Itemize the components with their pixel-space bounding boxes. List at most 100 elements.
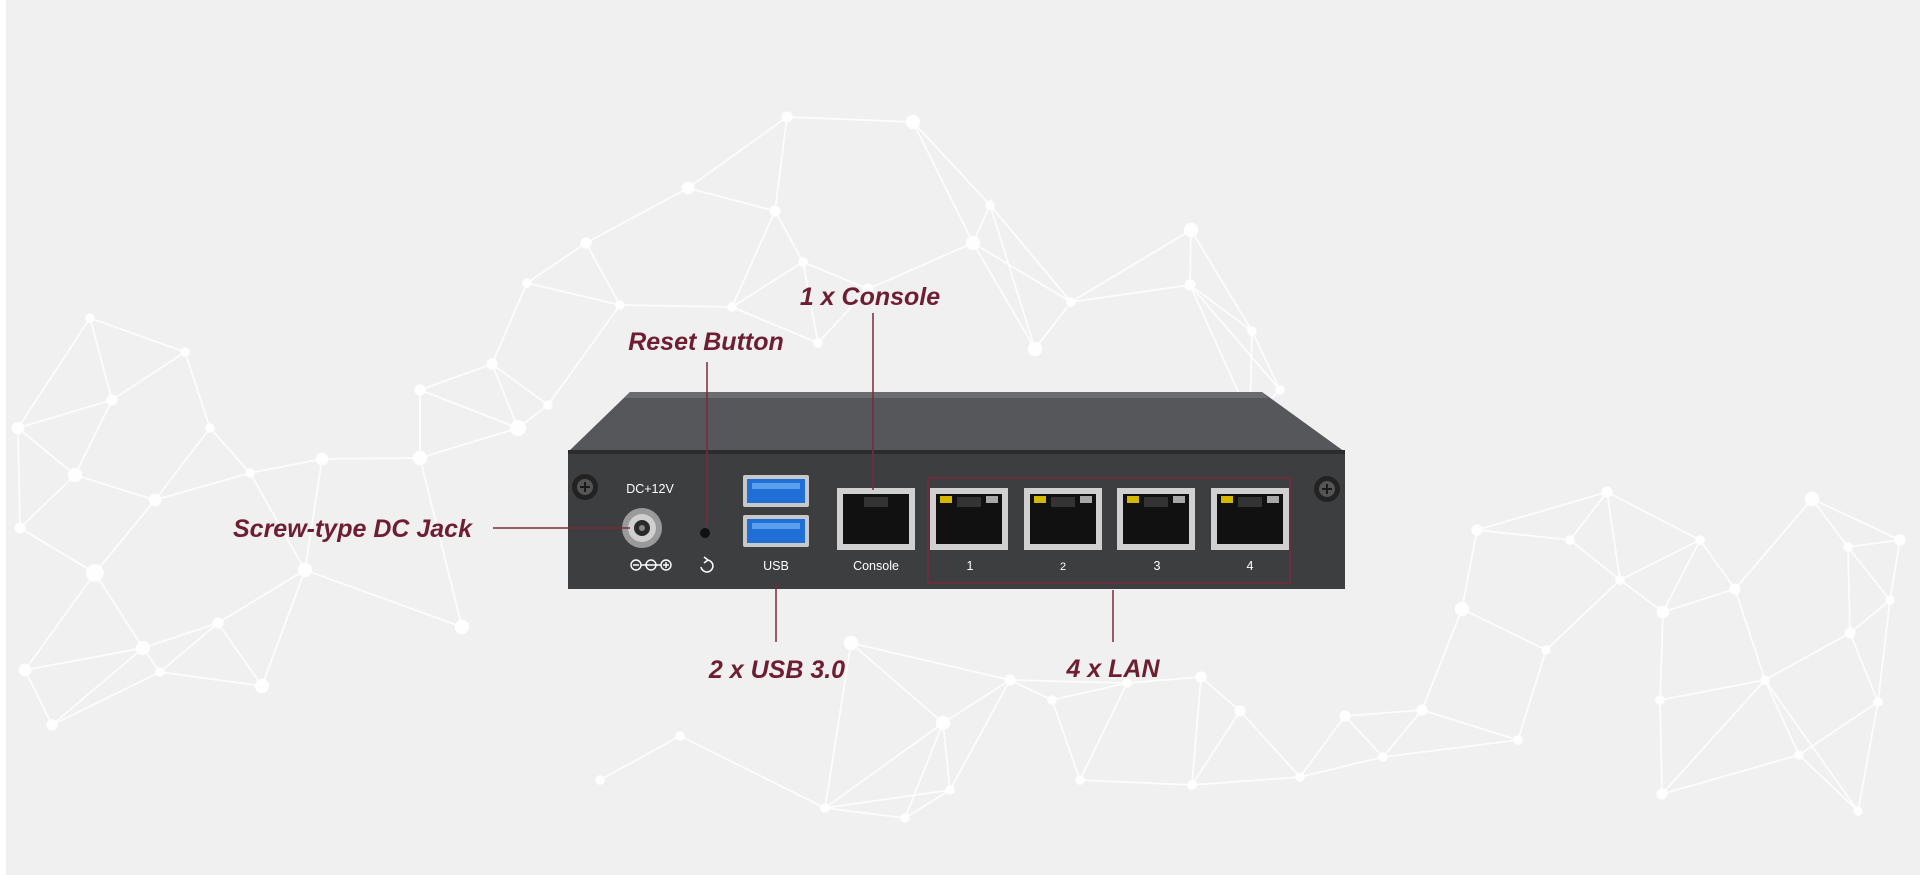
network-node	[945, 785, 955, 795]
network-node	[813, 338, 823, 348]
network-node	[1695, 535, 1705, 545]
network-node	[1541, 645, 1551, 655]
network-link	[1299, 715, 1346, 778]
network-link	[1009, 679, 1128, 684]
network-link	[1200, 676, 1241, 712]
network-node	[1655, 695, 1665, 705]
network-link	[1764, 679, 1800, 756]
network-node	[769, 205, 781, 217]
network-node	[985, 200, 995, 210]
callout-reset-button: Reset Button	[628, 328, 784, 356]
network-link	[619, 304, 733, 308]
network-link	[261, 569, 306, 687]
network-link	[321, 457, 421, 460]
network-link	[94, 572, 144, 649]
usb-port-bottom[interactable]	[743, 515, 809, 547]
network-link	[1659, 611, 1664, 701]
network-node	[205, 423, 215, 433]
network-link	[1764, 679, 1859, 812]
network-node	[843, 635, 859, 651]
network-link	[1659, 699, 1663, 795]
network-node	[1234, 705, 1246, 717]
network-node	[1853, 806, 1863, 816]
network-link	[1190, 229, 1253, 332]
network-node	[454, 619, 470, 635]
network-node	[18, 663, 32, 677]
network-link	[1545, 579, 1621, 651]
network-link	[599, 735, 681, 781]
network-node	[1122, 678, 1132, 688]
network-link	[491, 282, 528, 365]
network-link	[74, 399, 113, 476]
lan-port-label-1: 1	[967, 559, 974, 573]
reset-button[interactable]	[700, 528, 710, 538]
lan-port-label-2: 2	[1060, 561, 1066, 573]
network-node	[85, 313, 95, 323]
network-link	[972, 242, 1072, 303]
network-link	[1811, 498, 1849, 548]
network-link	[1079, 682, 1128, 781]
network-node	[727, 302, 737, 312]
network-link	[94, 499, 156, 574]
network-node	[675, 731, 685, 741]
network-link	[159, 671, 263, 687]
network-link	[1857, 701, 1879, 812]
network-link	[1517, 649, 1547, 741]
network-link	[585, 242, 621, 306]
network-link	[1191, 710, 1241, 786]
network-node	[1378, 752, 1388, 762]
network-link	[17, 317, 91, 429]
network-node	[1760, 675, 1770, 685]
network-link	[731, 306, 819, 344]
network-link	[1189, 229, 1192, 286]
network-node	[798, 257, 808, 267]
network-link	[51, 647, 144, 726]
network-link	[217, 569, 306, 624]
network-link	[1606, 491, 1621, 581]
network-link	[1189, 284, 1281, 391]
network-link	[1847, 546, 1891, 601]
lan-port-4[interactable]	[1211, 488, 1289, 550]
network-link	[24, 572, 96, 671]
network-link	[1569, 539, 1621, 581]
lan-port-2[interactable]	[1024, 488, 1102, 550]
network-node	[1047, 695, 1057, 705]
network-node	[1183, 222, 1199, 238]
console-port[interactable]	[837, 488, 915, 550]
network-link	[942, 679, 1011, 724]
screw-right	[1314, 476, 1340, 502]
network-node	[86, 564, 104, 582]
network-link	[1189, 284, 1253, 332]
callout-usb: 2 x USB 3.0	[708, 656, 845, 684]
network-link	[824, 789, 951, 809]
network-link	[1191, 776, 1301, 786]
network-node	[510, 420, 526, 436]
dc-polarity-icon	[630, 559, 672, 571]
network-node	[543, 400, 553, 410]
network-link	[824, 807, 906, 819]
network-link	[1811, 498, 1901, 541]
network-link	[904, 789, 951, 819]
network-link	[1344, 715, 1384, 758]
network-link	[184, 351, 211, 429]
dc-voltage-label: DC+12V	[626, 482, 674, 496]
network-node	[1656, 788, 1668, 800]
network-node	[67, 467, 83, 483]
network-link	[1421, 709, 1519, 741]
network-link	[774, 210, 804, 263]
network-link	[1009, 679, 1053, 701]
usb-port-top[interactable]	[743, 475, 809, 507]
network-node	[106, 394, 118, 406]
network-link	[19, 474, 76, 529]
network-link	[547, 304, 621, 406]
network-link	[526, 282, 621, 306]
network-link	[74, 474, 156, 501]
lan-port-3[interactable]	[1117, 488, 1195, 550]
network-link	[1606, 491, 1701, 541]
network-link	[491, 363, 519, 429]
network-node	[212, 617, 224, 629]
network-link	[1699, 539, 1736, 590]
network-link	[17, 427, 21, 529]
lan-port-1[interactable]	[930, 488, 1008, 550]
